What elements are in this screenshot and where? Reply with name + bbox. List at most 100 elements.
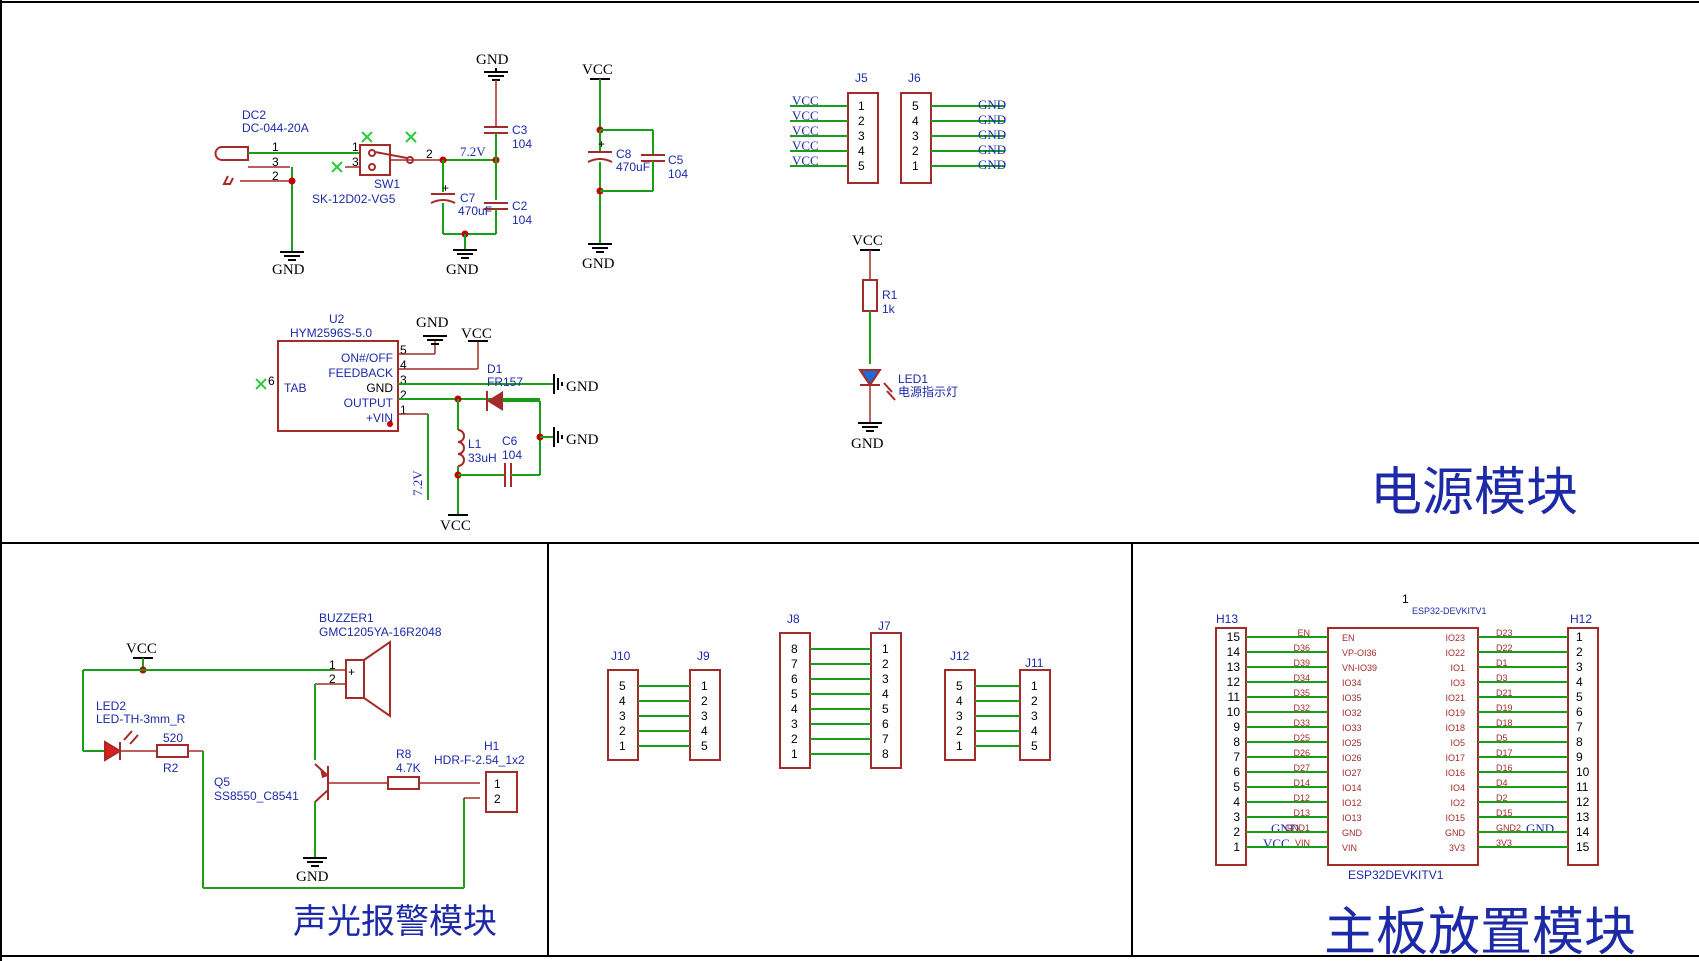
esp32-right-outer-label: D19 [1496, 703, 1513, 713]
j5-net-label: VCC [792, 153, 819, 168]
j7-pin-number: 4 [882, 687, 889, 701]
j9-pin-number: 2 [701, 694, 708, 708]
esp32-right-inner-label: IO15 [1445, 813, 1465, 823]
h13-pin-number: 1 [1233, 840, 1240, 854]
h13-pin-number: 2 [1233, 825, 1240, 839]
esp32-right-inner-label: IO1 [1450, 663, 1465, 673]
r1-value: 1k [882, 302, 896, 316]
j11-ref: J11 [1025, 656, 1044, 670]
esp32-left-inner-label: IO25 [1342, 738, 1362, 748]
buzzer1-ref: BUZZER1 [319, 611, 374, 625]
j9-pin-number: 5 [701, 739, 708, 753]
capacitor-c5: C5 104 [600, 129, 688, 192]
u2-pin-vin: +VIN [366, 411, 393, 425]
board-module-title: 主板放置模块 [1324, 903, 1636, 961]
esp32-right-inner-label: IO16 [1445, 768, 1465, 778]
h13-pin-number: 12 [1227, 675, 1241, 689]
dc2-ref: DC2 [242, 108, 266, 122]
r2-value: 520 [163, 731, 183, 745]
buzzer1-value: GMC1205YA-16R2048 [319, 625, 442, 639]
junction-dot [288, 177, 296, 185]
vcc-symbol-c8: VCC [582, 62, 613, 130]
sw1-pin-2: 2 [426, 147, 433, 161]
h13-pin-number: 6 [1233, 765, 1240, 779]
j10-pin-number: 5 [619, 679, 626, 693]
j5-ref: J5 [855, 71, 868, 85]
esp32-right-outer-label: D17 [1496, 748, 1513, 758]
gnd-symbol-dc2: GND [272, 251, 305, 278]
j6-pin-number: 5 [912, 99, 919, 113]
esp32-right-inner-label: IO17 [1445, 753, 1465, 763]
header-h12: H12 [1567, 612, 1599, 866]
j10-ref: J10 [611, 649, 631, 663]
capacitor-c3: C3 104 [484, 80, 532, 200]
vcc-symbol-l1: VCC [440, 514, 471, 534]
h12-pin-number: 4 [1576, 675, 1583, 689]
j12-pin-number: 1 [956, 739, 963, 753]
vcc-label: VCC [461, 326, 492, 342]
esp32-right-outer-label: D4 [1496, 778, 1508, 788]
vcc-symbol-u2: VCC [461, 326, 492, 342]
esp32-left-outer-label: D33 [1293, 718, 1310, 728]
gnd-label: GND [272, 262, 305, 278]
j10-pin-number: 3 [619, 709, 626, 723]
esp32-right-inner-label: IO23 [1445, 633, 1465, 643]
esp32-right-inner-label: IO19 [1445, 708, 1465, 718]
j5-pin-number: 5 [858, 159, 865, 173]
u2-pin-output: OUTPUT [344, 396, 394, 410]
esp32-left-outer-label: GND1 [1285, 823, 1310, 833]
h13-pin-number: 9 [1233, 720, 1240, 734]
header-h13: H13 [1215, 612, 1247, 866]
r2-ref: R2 [163, 761, 179, 775]
esp32-left-outer-label: EN [1297, 628, 1310, 638]
c2-value: 104 [512, 213, 532, 227]
header-j5: J5 [847, 71, 879, 184]
c2-ref: C2 [512, 199, 528, 213]
sw1-ref: SW1 [374, 177, 400, 191]
led2: LED2 LED-TH-3mm_R [96, 699, 186, 762]
j8-pin-number: 6 [791, 672, 798, 686]
esp32-vcc-net: VCC [1263, 836, 1290, 851]
j9-pin-number: 3 [701, 709, 708, 723]
j8-pin-number: 5 [791, 687, 798, 701]
j7-pin-number: 7 [882, 732, 889, 746]
j8-ref: J8 [787, 612, 800, 626]
diode-d1: D1 FR157 [486, 362, 540, 411]
h13-pin-number: 4 [1233, 795, 1240, 809]
h12-pin-number: 1 [1576, 630, 1583, 644]
d1-ref: D1 [487, 362, 503, 376]
u2-pin-3: 3 [400, 373, 407, 387]
led1: LED1 电源指示灯 [858, 369, 958, 423]
esp32-left-outer-label: D32 [1293, 703, 1310, 713]
vcc-label: VCC [126, 641, 157, 657]
vcc-label: VCC [582, 62, 613, 78]
esp32-right-inner-label: GND [1445, 828, 1466, 838]
j6-pin-number: 2 [912, 144, 919, 158]
u2-pin-4: 4 [400, 358, 407, 372]
gnd-symbol-led1: GND [851, 422, 884, 452]
h12-pin-number: 11 [1576, 780, 1589, 794]
esp32-left-inner-label: VIN [1342, 843, 1357, 853]
esp32-right-inner-label: IO2 [1450, 798, 1465, 808]
esp32-gnd-net-right: GND [1526, 821, 1554, 836]
esp32-left-inner-label: IO32 [1342, 708, 1362, 718]
l1-ref: L1 [468, 437, 482, 451]
led2-value: LED-TH-3mm_R [96, 712, 186, 726]
j8-pin-number: 7 [791, 657, 798, 671]
esp32-right-outer-label: D21 [1496, 688, 1513, 698]
dc2-pin-2: 2 [272, 169, 279, 183]
j12-pin-number: 3 [956, 709, 963, 723]
no-connect-mark [255, 378, 267, 390]
h1-value: HDR-F-2.54_1x2 [434, 753, 525, 767]
vcc-label: VCC [440, 518, 471, 534]
vcc-label: VCC [852, 233, 883, 249]
h12-pin-number: 12 [1576, 795, 1590, 809]
esp32-right-inner-label: IO22 [1445, 648, 1465, 658]
dc2-pin-3: 3 [272, 155, 279, 169]
gnd-symbol-q5: GND [296, 857, 329, 885]
c6-ref: C6 [502, 434, 518, 448]
j6-pin-number: 3 [912, 129, 919, 143]
h1-ref: H1 [484, 739, 500, 753]
